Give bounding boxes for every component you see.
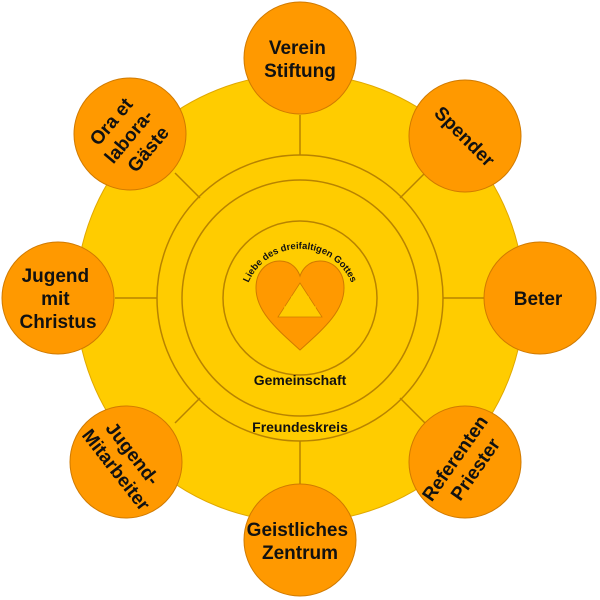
satellite-jugend-mit-christus: Jugend mit Christus: [1, 241, 115, 355]
satellite-ora-et-labora-gaeste: Ora et labora- Gäste: [73, 77, 187, 191]
satellite-circle: [73, 77, 187, 191]
satellite-referenten-priester: Referenten Priester: [408, 405, 522, 519]
satellite-verein-stiftung: Verein Stiftung: [243, 1, 357, 115]
satellite-jugend-mitarbeiter: Jugend- Mitarbeiter: [69, 405, 183, 519]
satellite-circle: [408, 405, 522, 519]
connector-line: [399, 172, 426, 199]
satellite-circle: [1, 241, 115, 355]
satellite-label: Geistliches Zentrum: [247, 520, 354, 564]
satellite-beter: Beter: [483, 241, 597, 355]
triangle-icon: [277, 282, 323, 318]
satellite-label: Beter: [514, 289, 563, 310]
freundeskreis-ring: [156, 154, 444, 442]
satellite-geistliches-zentrum: Geistliches Zentrum: [243, 483, 357, 597]
satellite-spender: Spender: [408, 79, 522, 193]
connector-line: [399, 397, 426, 424]
connector-line: [174, 172, 201, 199]
gemeinschaft-ring: [181, 179, 419, 417]
satellite-circle: [243, 1, 357, 115]
satellite-circle: [243, 483, 357, 597]
connector-lines-front: [115, 115, 485, 485]
satellite-circle: [483, 241, 597, 355]
freundeskreis-label: Freundeskreis: [252, 419, 348, 435]
gemeinschaft-label: Gemeinschaft: [254, 372, 347, 388]
satellite-label: Verein Stiftung: [264, 38, 336, 82]
satellite-label: Jugend mit Christus: [19, 266, 96, 333]
connector-line: [174, 397, 201, 424]
satellite-circle: [69, 405, 183, 519]
center-ring: [222, 220, 378, 376]
satellite-circle: [408, 79, 522, 193]
